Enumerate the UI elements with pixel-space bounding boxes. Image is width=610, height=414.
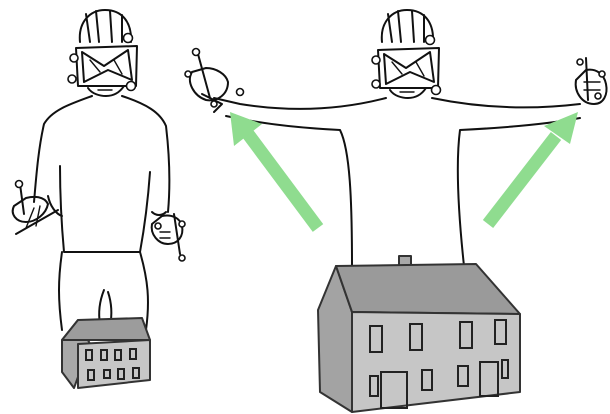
tracking-marker-icon xyxy=(68,75,76,83)
right-right-hand-controller-icon xyxy=(576,58,607,104)
left-vr-headset-icon xyxy=(76,46,137,86)
tracking-marker-icon xyxy=(426,36,435,45)
tracking-marker-icon xyxy=(193,49,200,56)
tracking-marker-icon xyxy=(155,223,161,229)
tracking-marker-icon xyxy=(70,54,78,62)
arrow-up-right-icon-left xyxy=(230,112,318,228)
tracking-marker-icon xyxy=(432,86,441,95)
right-hand-controller-icon xyxy=(152,214,185,261)
tracking-marker-icon xyxy=(211,101,217,107)
tracking-marker-icon xyxy=(372,80,380,88)
arrow-up-right-icon-right xyxy=(488,112,578,224)
tracking-marker-icon xyxy=(595,93,601,99)
tracking-marker-icon xyxy=(372,56,380,64)
tracking-marker-icon xyxy=(127,82,136,91)
tracking-marker-icon xyxy=(179,255,185,261)
tracking-marker-icon xyxy=(599,71,605,77)
left-house-icon xyxy=(62,318,150,388)
tracking-marker-icon xyxy=(124,34,133,43)
tracking-marker-icon xyxy=(577,59,583,65)
tracking-marker-icon xyxy=(16,181,23,188)
tracking-marker-icon xyxy=(179,221,185,227)
tracking-marker-icon xyxy=(185,71,191,77)
right-vr-headset-icon xyxy=(378,48,439,88)
right-tracking-markers xyxy=(372,36,441,95)
right-house-icon xyxy=(318,256,520,412)
tracking-marker-icon xyxy=(237,89,244,96)
right-panel xyxy=(185,10,607,412)
left-panel xyxy=(13,10,185,388)
